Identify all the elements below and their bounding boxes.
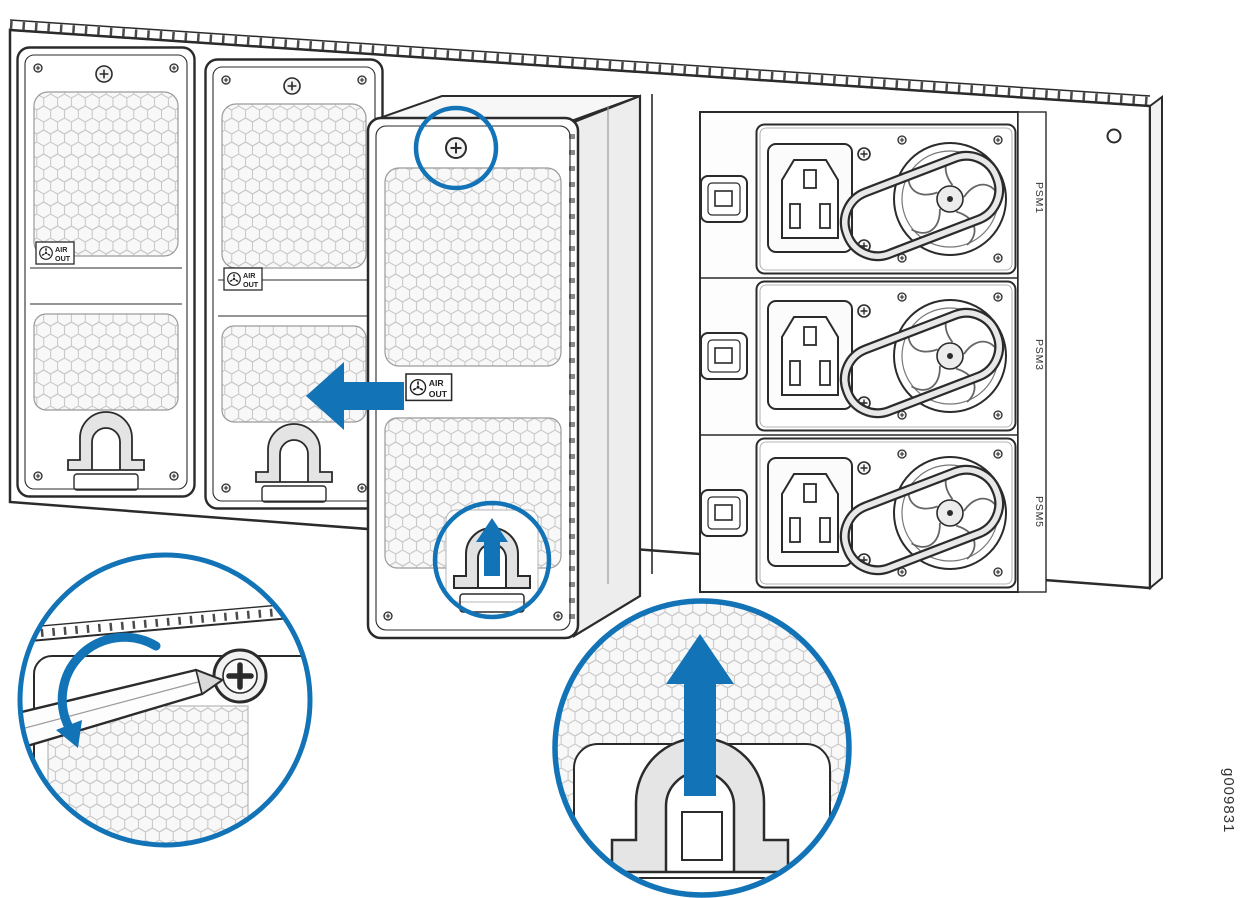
air-out-label-tray1: AIR OUT <box>35 241 75 265</box>
callout-screw-detail <box>17 552 313 848</box>
psm-label-1: PSM1 <box>1033 182 1045 214</box>
chassis-top-edge-outer <box>9 19 1151 97</box>
callout-ring <box>552 598 852 898</box>
latch-tab-1 <box>700 175 748 223</box>
phillips-cross-icon <box>226 662 254 690</box>
air-out-text-line2: OUT <box>55 254 71 263</box>
psm-label-2: PSM3 <box>1033 339 1045 371</box>
loosen-arrow-icon <box>57 632 161 736</box>
module-mesh-upper <box>384 167 562 367</box>
air-out-text-line1: AIR <box>243 271 256 280</box>
panel-edge-line <box>20 615 310 643</box>
lift-arrow-icon-large <box>666 634 734 796</box>
psm-label-strip <box>1017 111 1047 593</box>
loosen-arrow-head <box>56 720 82 748</box>
fan-module-removed <box>366 94 642 640</box>
screwdriver-ridge <box>20 681 199 741</box>
lift-arrow-icon-small <box>476 518 508 576</box>
callout-ring <box>17 552 313 848</box>
highlight-circle-handle <box>432 500 552 620</box>
removal-arrow-icon <box>306 362 404 430</box>
psu-area: PSM1 PSM3 PSM5 <box>699 111 1047 593</box>
air-out-text-line2: OUT <box>429 389 448 399</box>
fan-icon <box>227 272 241 286</box>
fan-tray-1 <box>18 48 195 497</box>
chassis-top-serration <box>9 21 1151 105</box>
chassis-right-facet <box>1149 95 1163 591</box>
latch-tab-2 <box>700 332 748 380</box>
handle-slot <box>459 593 525 613</box>
figure-id-label: g009831 <box>1220 768 1237 833</box>
power-supply-3 <box>757 439 1016 588</box>
chassis-vent-hole <box>1106 128 1122 144</box>
module-inner-frame <box>375 125 571 631</box>
corner-screw <box>383 611 393 621</box>
fan-icon <box>409 378 427 396</box>
screwdriver-tip <box>194 668 224 696</box>
power-supply-2 <box>757 282 1016 431</box>
corner-screw <box>553 611 563 621</box>
fan-icon <box>39 246 53 260</box>
latch-block <box>681 811 723 861</box>
air-out-text-line2: OUT <box>243 280 259 289</box>
thumbscrew <box>445 137 467 159</box>
air-out-label-module: AIR OUT <box>405 373 453 402</box>
thumbscrew-detail <box>212 648 268 704</box>
callout-handle-detail <box>552 598 852 898</box>
power-supply-1 <box>757 125 1016 274</box>
air-out-text-line1: AIR <box>55 245 68 254</box>
air-out-label-tray2: AIR OUT <box>223 267 263 291</box>
highlight-circle-thumbscrew <box>413 105 499 191</box>
latch-tab-3 <box>700 489 748 537</box>
panel-edge-line <box>20 601 310 629</box>
module-side-face <box>572 94 642 638</box>
air-out-text-line1: AIR <box>429 378 445 388</box>
psm-label-3: PSM5 <box>1033 496 1045 528</box>
chassis-top-edge-inner <box>9 29 1151 107</box>
